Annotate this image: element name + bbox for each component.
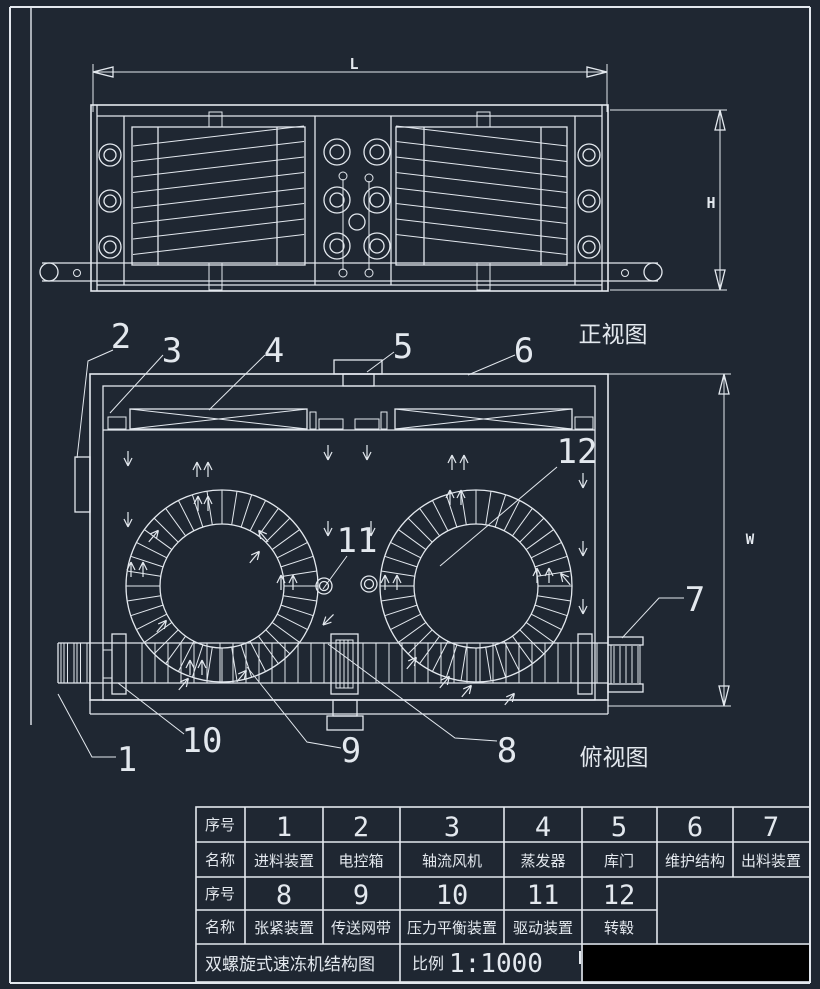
scale-value: 1:1000 xyxy=(449,949,543,979)
front-view-title: 正视图 xyxy=(579,321,648,347)
callout-3: 3 xyxy=(162,331,182,371)
tension-block-left xyxy=(102,633,127,695)
evaporator-right xyxy=(394,408,573,430)
index-cell: 11 xyxy=(527,880,560,911)
name-cell: 轴流风机 xyxy=(422,853,482,870)
table-index-row-2: 8 9 10 11 12 xyxy=(276,880,635,911)
index-cell: 9 xyxy=(353,880,369,911)
left-bolt-circles xyxy=(98,143,122,259)
callout-8: 8 xyxy=(497,731,517,771)
dim-w-label: W xyxy=(746,532,755,548)
name-header-1: 名称 xyxy=(205,852,235,869)
name-cell: 电控箱 xyxy=(338,853,383,870)
drum-hatch xyxy=(126,490,572,682)
door-top xyxy=(333,359,383,387)
dimension-l: L xyxy=(92,55,608,112)
spiral-wrap-lines xyxy=(132,125,568,255)
index-cell: 7 xyxy=(763,812,779,843)
index-cell: 12 xyxy=(603,880,636,911)
name-cell: 压力平衡装置 xyxy=(407,920,497,937)
callout-4: 4 xyxy=(264,331,284,371)
sheet-border xyxy=(9,6,811,984)
name-cell: 驱动装置 xyxy=(513,920,573,937)
mesh-belt xyxy=(57,642,608,684)
index-cell: 3 xyxy=(444,812,460,843)
airflow-arrows xyxy=(123,445,588,706)
name-cell: 转毂 xyxy=(604,920,634,937)
index-cell: 5 xyxy=(611,812,627,843)
name-cell: 进料装置 xyxy=(254,853,314,870)
callout-10: 10 xyxy=(182,721,223,761)
index-cell: 8 xyxy=(276,880,292,911)
dim-h-label: H xyxy=(706,194,715,212)
drive-shafts xyxy=(315,575,378,595)
index-cell: 6 xyxy=(687,812,703,843)
name-cell: 传送网带 xyxy=(331,920,391,937)
door-bottom xyxy=(326,699,364,731)
table-index-row-1: 1 2 3 4 5 6 7 xyxy=(276,812,779,843)
outfeed-conveyor xyxy=(607,636,644,693)
table-name-row-1: 进料装置 电控箱 轴流风机 蒸发器 库门 维护结构 出料装置 xyxy=(254,853,801,870)
top-view-title: 俯视图 xyxy=(580,744,649,770)
redaction-box xyxy=(583,945,809,981)
belt-hatch xyxy=(60,643,639,683)
front-view: L H xyxy=(39,55,727,347)
name-cell: 张紧装置 xyxy=(254,920,314,937)
callout-9: 9 xyxy=(341,731,361,771)
name-cell: 出料装置 xyxy=(741,853,801,870)
front-conveyor xyxy=(39,262,663,282)
index-cell: 4 xyxy=(535,812,551,843)
dimension-w: W xyxy=(608,373,755,707)
callout-6: 6 xyxy=(514,331,534,371)
callout-numbers: 1 2 3 4 5 6 7 8 9 10 11 12 xyxy=(111,317,705,780)
name-cell: 维护结构 xyxy=(665,853,725,870)
tension-block-center xyxy=(330,633,359,695)
index-cell: 2 xyxy=(353,812,369,843)
callout-2: 2 xyxy=(111,317,131,357)
name-cell: 库门 xyxy=(604,853,634,870)
name-header-2: 名称 xyxy=(205,919,235,936)
top-view: W 俯视图 xyxy=(57,359,755,770)
callout-7: 7 xyxy=(685,580,705,620)
right-bolt-circles xyxy=(577,143,601,259)
drawing-title: 双螺旋式速冻机结构图 xyxy=(205,955,375,974)
scale-label: 比例 xyxy=(412,955,444,973)
index-header-1: 序号 xyxy=(205,817,235,834)
callout-11: 11 xyxy=(337,521,378,561)
callout-5: 5 xyxy=(393,327,413,367)
index-header-2: 序号 xyxy=(205,886,235,903)
dimension-h: H xyxy=(610,109,727,291)
tension-block-right xyxy=(577,633,593,695)
dim-l-label: L xyxy=(349,55,358,73)
control-box xyxy=(74,456,91,513)
callout-12: 12 xyxy=(557,432,598,472)
callout-1: 1 xyxy=(117,740,137,780)
center-drive-cluster xyxy=(323,138,391,278)
name-cell: 蒸发器 xyxy=(520,853,565,870)
index-cell: 10 xyxy=(436,880,469,911)
callout-leaders xyxy=(57,349,684,758)
parts-table: 序号 名称 序号 名称 1 2 3 4 5 6 7 进料装置 电控箱 轴流风机 … xyxy=(195,806,811,983)
evaporator-left xyxy=(129,408,308,430)
index-cell: 1 xyxy=(276,812,292,843)
table-name-row-2: 张紧装置 传送网带 压力平衡装置 驱动装置 转毂 xyxy=(254,920,634,937)
